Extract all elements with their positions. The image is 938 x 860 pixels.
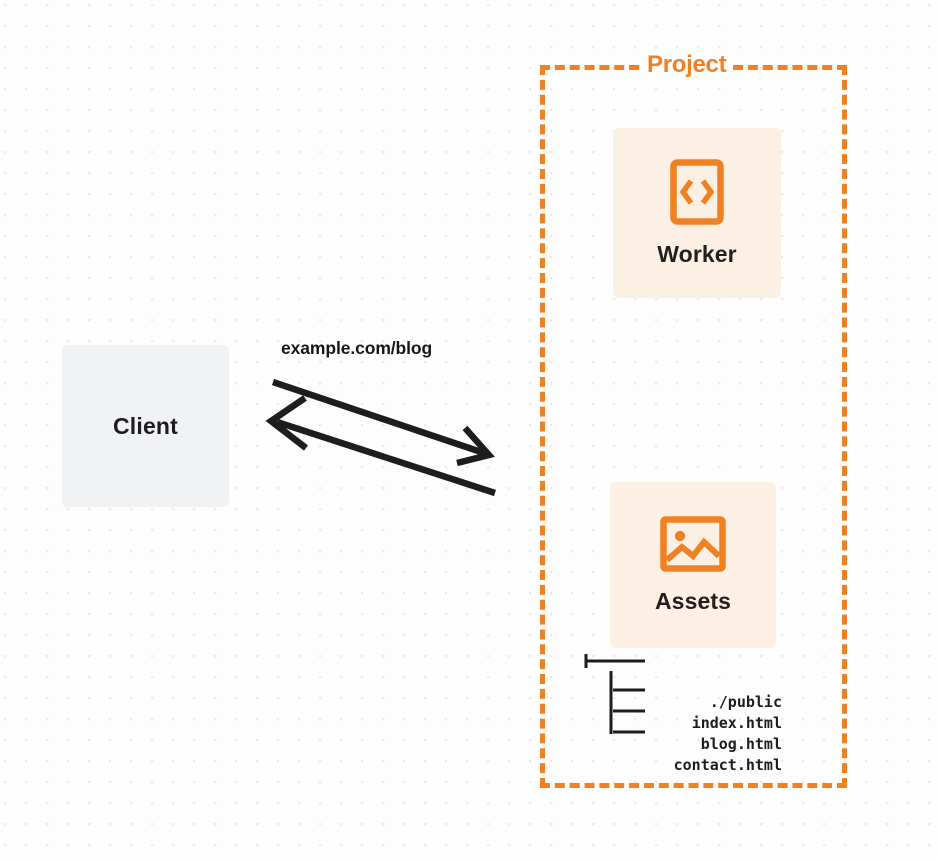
tree-root-label: ./public [709,693,782,711]
client-node[interactable]: Client [62,345,229,507]
assets-card[interactable]: Assets [610,482,776,648]
tree-branch-icon [609,671,645,692]
tree-file-label: contact.html [673,756,782,774]
worker-card-label: Worker [657,240,737,267]
request-arrow [271,378,495,467]
tree-file-label: index.html [691,714,782,732]
tree-row-file: blog.html [583,692,783,753]
tree-branch-icon [609,692,645,713]
tree-row-file: index.html [583,671,783,732]
image-picture-icon [660,515,726,572]
client-node-label: Client [112,412,179,439]
tree-row-file: contact.html [583,713,783,774]
tree-row-root: ./public [583,650,783,711]
connection-label: example.com/blog [281,338,433,358]
assets-card-label: Assets [654,587,732,614]
project-title: Project [640,50,734,80]
tree-branch-icon [609,713,645,734]
worker-card[interactable]: Worker [613,128,781,298]
asset-file-tree: ./public index.html blog.html contact.ht… [583,650,783,774]
connection-arrows [265,378,497,497]
tree-branch-root-icon [584,654,645,668]
tree-file-label: blog.html [700,735,782,753]
code-brackets-icon [670,158,724,225]
response-arrow [265,395,497,497]
